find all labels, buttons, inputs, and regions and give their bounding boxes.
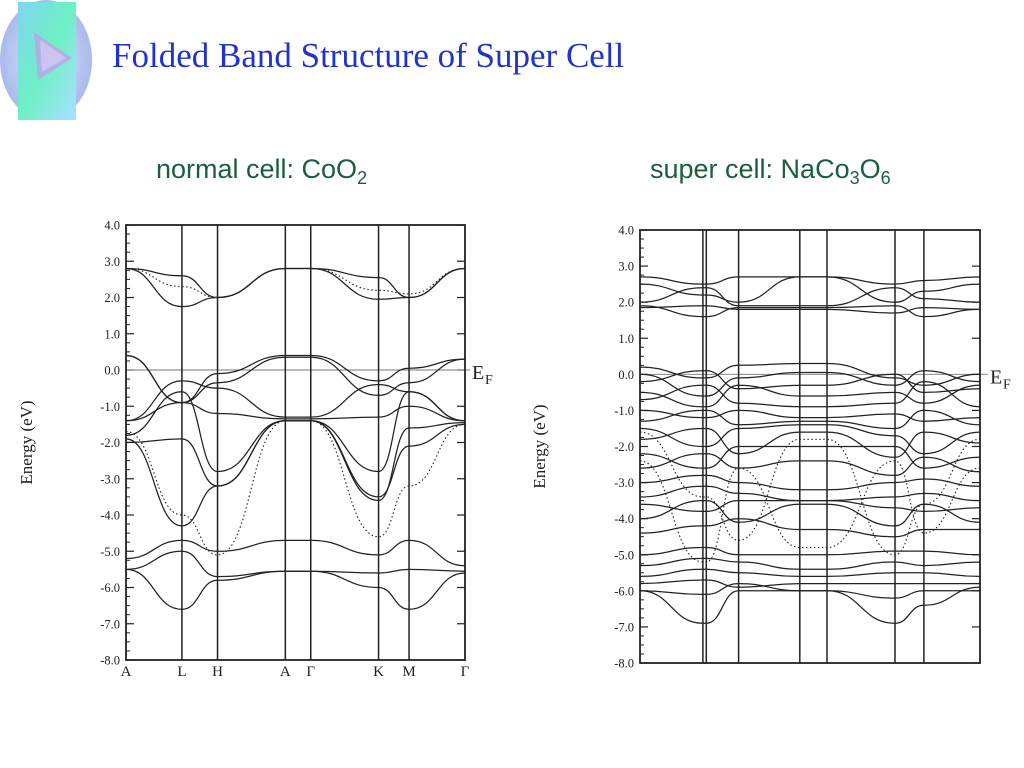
super-cell-y-tick-label: 2.0	[618, 296, 634, 310]
super-cell-band-structure-chart: Energy (eV) 4.0 3.0 2.0 1.0 0.0 -1.0 -2.0 -3.0 -4…	[530, 224, 1011, 671]
super-cell-heading-text: super cell: NaCo	[650, 154, 850, 184]
normal-cell-band-line	[125, 420, 466, 556]
super-cell-band-line	[639, 485, 981, 502]
super-cell-heading: super cell: NaCo3O6	[650, 154, 891, 188]
normal-cell-band-line	[125, 568, 466, 610]
super-cell-y-tick-label: -5.0	[614, 548, 634, 562]
super-cell-band-line	[639, 586, 981, 624]
normal-cell-y-tick-label: -5.0	[100, 545, 120, 559]
super-cell-plot-frame	[639, 229, 981, 664]
normal-cell-heading: normal cell: CoO2	[156, 154, 368, 188]
normal-cell-fermi-label-subscript: F	[485, 373, 493, 388]
normal-cell-y-axis-label: Energy (eV)	[17, 400, 36, 484]
normal-cell-k-point-label: A	[280, 664, 291, 680]
normal-cell-y-tick-label: -1.0	[100, 400, 120, 414]
normal-cell-plot-frame	[125, 224, 466, 661]
super-cell-band-line	[639, 557, 981, 570]
normal-cell-band-line	[125, 420, 466, 502]
super-cell-heading-mid: O	[859, 154, 881, 184]
normal-cell-band-line	[125, 391, 466, 473]
super-cell-y-axis-label: Energy (eV)	[530, 404, 549, 488]
super-cell-y-tick-label: 0.0	[618, 368, 634, 382]
normal-cell-band-line	[125, 354, 466, 404]
normal-cell-y-tick-label: 3.0	[104, 255, 120, 269]
super-cell-fermi-label: E	[990, 366, 1002, 388]
super-cell-band-line	[639, 276, 981, 285]
normal-cell-band-line	[125, 267, 466, 308]
normal-cell-k-point-label: K	[373, 664, 384, 680]
super-cell-band-line	[639, 460, 981, 563]
normal-cell-band-line	[125, 550, 466, 578]
super-cell-y-tick-label: -3.0	[614, 476, 634, 490]
super-cell-y-tick-label: -6.0	[614, 584, 634, 598]
super-cell-band-line	[639, 453, 981, 477]
normal-cell-band-line	[125, 420, 466, 527]
normal-cell-y-tick-label: -2.0	[100, 436, 120, 450]
normal-cell-y-tick-label: 4.0	[104, 219, 120, 233]
super-cell-band-line	[639, 384, 981, 408]
super-cell-y-tick-label: -8.0	[614, 657, 634, 671]
super-cell-y-tick-label: 3.0	[618, 260, 634, 274]
normal-cell-band-line	[125, 539, 466, 567]
super-cell-y-tick-label: 4.0	[618, 224, 634, 238]
normal-cell-y-tick-label: -6.0	[100, 581, 120, 595]
super-cell-band-line	[639, 499, 981, 527]
normal-cell-k-point-label: A	[121, 664, 132, 680]
normal-cell-y-tick-label: -4.0	[100, 509, 120, 523]
super-cell-band-line	[639, 474, 981, 491]
super-cell-y-tick-label: -4.0	[614, 512, 634, 526]
super-cell-band-line	[639, 409, 981, 430]
super-cell-band-line	[639, 287, 981, 307]
normal-cell-band-structure-chart: Energy (eV) 4.0 3.0 2.0 1.0 0.0 -1.0 -2.0 -3.0 -4…	[17, 219, 493, 681]
super-cell-band-line	[639, 546, 981, 556]
super-cell-band-line	[639, 409, 981, 422]
super-cell-y-tick-label: -1.0	[614, 404, 634, 418]
super-cell-band-line	[639, 579, 980, 588]
normal-cell-band-line	[125, 401, 466, 422]
normal-cell-band-line	[125, 267, 466, 299]
slide-title: Folded Band Structure of Super Cell	[112, 36, 625, 75]
super-cell-heading-subscript-1: 3	[849, 168, 860, 188]
play-triangle-logo-icon	[0, 0, 92, 120]
normal-cell-band-line	[125, 267, 466, 300]
normal-cell-y-tick-label: -3.0	[100, 472, 120, 486]
super-cell-fermi-label-subscript: F	[1003, 377, 1011, 392]
normal-cell-k-point-label: L	[177, 664, 186, 680]
normal-cell-heading-subscript: 2	[357, 168, 368, 188]
super-cell-band-line	[639, 518, 980, 538]
normal-cell-heading-text: normal cell: CoO	[156, 154, 358, 184]
normal-cell-k-point-label: M	[402, 664, 415, 680]
super-cell-band-line	[639, 305, 981, 314]
normal-cell-band-line	[125, 380, 466, 422]
normal-cell-y-tick-label: -8.0	[100, 654, 120, 668]
super-cell-y-tick-label: 1.0	[618, 332, 634, 346]
super-cell-heading-subscript-2: 6	[880, 168, 891, 188]
normal-cell-y-tick-label: 1.0	[104, 327, 120, 341]
normal-cell-y-tick-label: 2.0	[104, 291, 120, 305]
super-cell-y-tick-label: -2.0	[614, 440, 634, 454]
normal-cell-k-point-label: Γ	[461, 664, 470, 680]
normal-cell-y-tick-label: 0.0	[104, 364, 120, 378]
super-cell-band-line	[639, 568, 981, 578]
normal-cell-y-tick-label: -7.0	[100, 617, 120, 631]
super-cell-y-tick-label: -7.0	[614, 620, 634, 634]
normal-cell-fermi-label: E	[472, 362, 484, 384]
normal-cell-band-line	[125, 354, 466, 404]
normal-cell-k-point-label: Γ	[306, 664, 315, 680]
normal-cell-k-point-label: H	[212, 664, 223, 680]
